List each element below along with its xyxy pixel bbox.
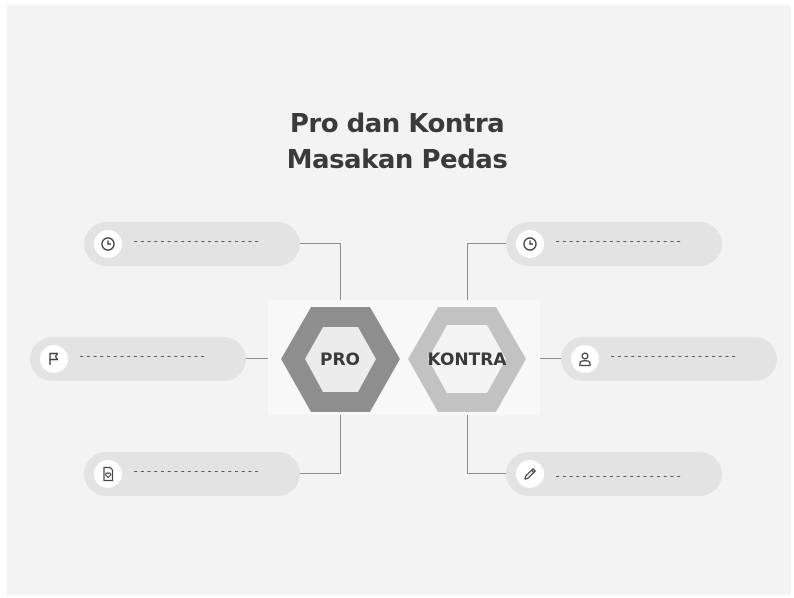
connector-kontra-mid [524, 358, 564, 359]
connector-kontra-top-v [467, 243, 468, 307]
document-heart-icon [94, 460, 122, 488]
connector-pro-top-h [300, 243, 341, 244]
diagram-title: Pro dan Kontra Masakan Pedas [0, 106, 794, 178]
pro-item-3: ------------------- [84, 452, 300, 496]
pro-item-2-text: ------------------- [78, 349, 206, 363]
connector-kontra-top-h [467, 243, 510, 244]
pro-label: PRO [320, 350, 360, 370]
kontra-label: KONTRA [428, 350, 508, 370]
clock-icon [94, 230, 122, 258]
connector-kontra-bottom-v [467, 412, 468, 474]
kontra-item-1: ------------------- [506, 222, 722, 266]
pro-item-1-text: ------------------- [132, 234, 260, 248]
flag-icon [40, 345, 68, 373]
connector-pro-top-v [340, 243, 341, 307]
title-line-2: Masakan Pedas [286, 145, 508, 175]
kontra-item-1-text: ------------------- [554, 234, 682, 248]
kontra-item-3-text: ------------------- [554, 469, 682, 483]
connector-kontra-bottom-h [467, 473, 510, 474]
connector-pro-mid [245, 358, 285, 359]
pro-item-2: ------------------- [30, 337, 246, 381]
kontra-item-3: ------------------- [506, 452, 722, 496]
kontra-item-2-text: ------------------- [609, 349, 737, 363]
pro-hexagon-inner [305, 327, 376, 392]
pro-item-3-text: ------------------- [132, 464, 260, 478]
kontra-item-2: ------------------- [561, 337, 777, 381]
user-icon [571, 345, 599, 373]
title-line-1: Pro dan Kontra [289, 109, 505, 139]
clock-icon [516, 230, 544, 258]
pro-item-1: ------------------- [84, 222, 300, 266]
connector-pro-bottom-h [300, 473, 341, 474]
pencil-icon [516, 460, 544, 488]
kontra-hexagon-inner [428, 325, 506, 393]
connector-pro-bottom-v [340, 412, 341, 474]
